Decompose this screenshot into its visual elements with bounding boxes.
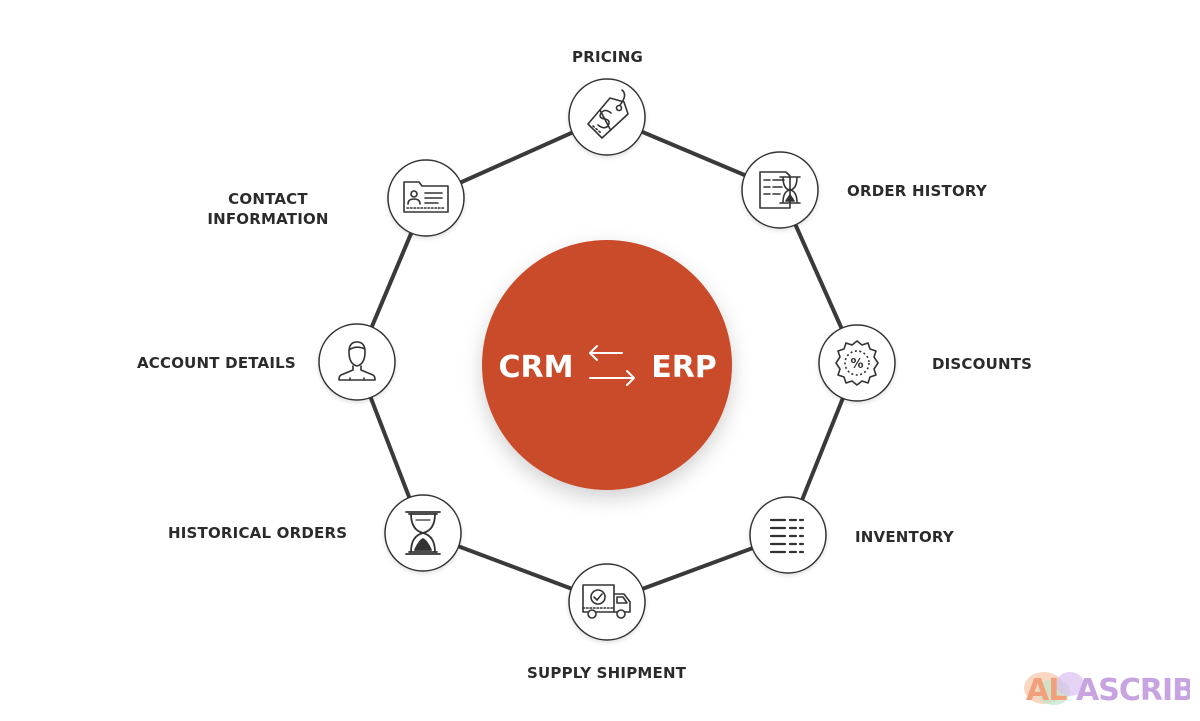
label-historical-orders: HISTORICAL ORDERS <box>168 524 348 542</box>
list-icon <box>769 518 805 554</box>
svg-text:AL: AL <box>1026 673 1067 708</box>
swap-arrows-icon <box>589 345 635 386</box>
label-pricing: PRICING <box>572 48 643 66</box>
user-icon <box>338 341 376 381</box>
label-inventory: INVENTORY <box>855 528 954 546</box>
price-tag-icon <box>587 89 629 139</box>
svg-text:%: % <box>850 357 863 372</box>
node-order-history <box>741 151 819 229</box>
hourglass-icon <box>405 511 441 555</box>
center-label-erp: ERP <box>651 350 717 385</box>
node-supply-shipment <box>568 563 646 641</box>
center-label-crm: CRM <box>499 350 574 385</box>
node-pricing <box>568 78 646 156</box>
center-hub: CRM ERP <box>482 240 732 490</box>
node-contact-information <box>387 159 465 237</box>
node-discounts: % <box>818 324 896 402</box>
node-historical-orders <box>384 494 462 572</box>
delivery-truck-icon <box>582 584 631 619</box>
svg-text:ASCRIBE: ASCRIBE <box>1076 673 1190 708</box>
label-contact-line-1: CONTACT <box>228 190 308 208</box>
node-inventory <box>749 496 827 574</box>
label-supply-shipment: SUPPLY SHIPMENT <box>527 664 687 682</box>
label-contact-line-2: INFORMATION <box>207 210 329 228</box>
contact-card-icon <box>403 181 449 213</box>
node-account-details <box>318 323 396 401</box>
alascribe-logo: AL ASCRIBE <box>1024 672 1190 708</box>
percent-badge-icon: % <box>835 340 879 386</box>
label-discounts: DISCOUNTS <box>932 355 1033 373</box>
label-contact-information: CONTACT INFORMATION <box>207 189 329 229</box>
label-order-history: ORDER HISTORY <box>847 182 987 200</box>
document-hourglass-icon <box>759 171 801 209</box>
label-account-details: ACCOUNT DETAILS <box>137 354 296 372</box>
